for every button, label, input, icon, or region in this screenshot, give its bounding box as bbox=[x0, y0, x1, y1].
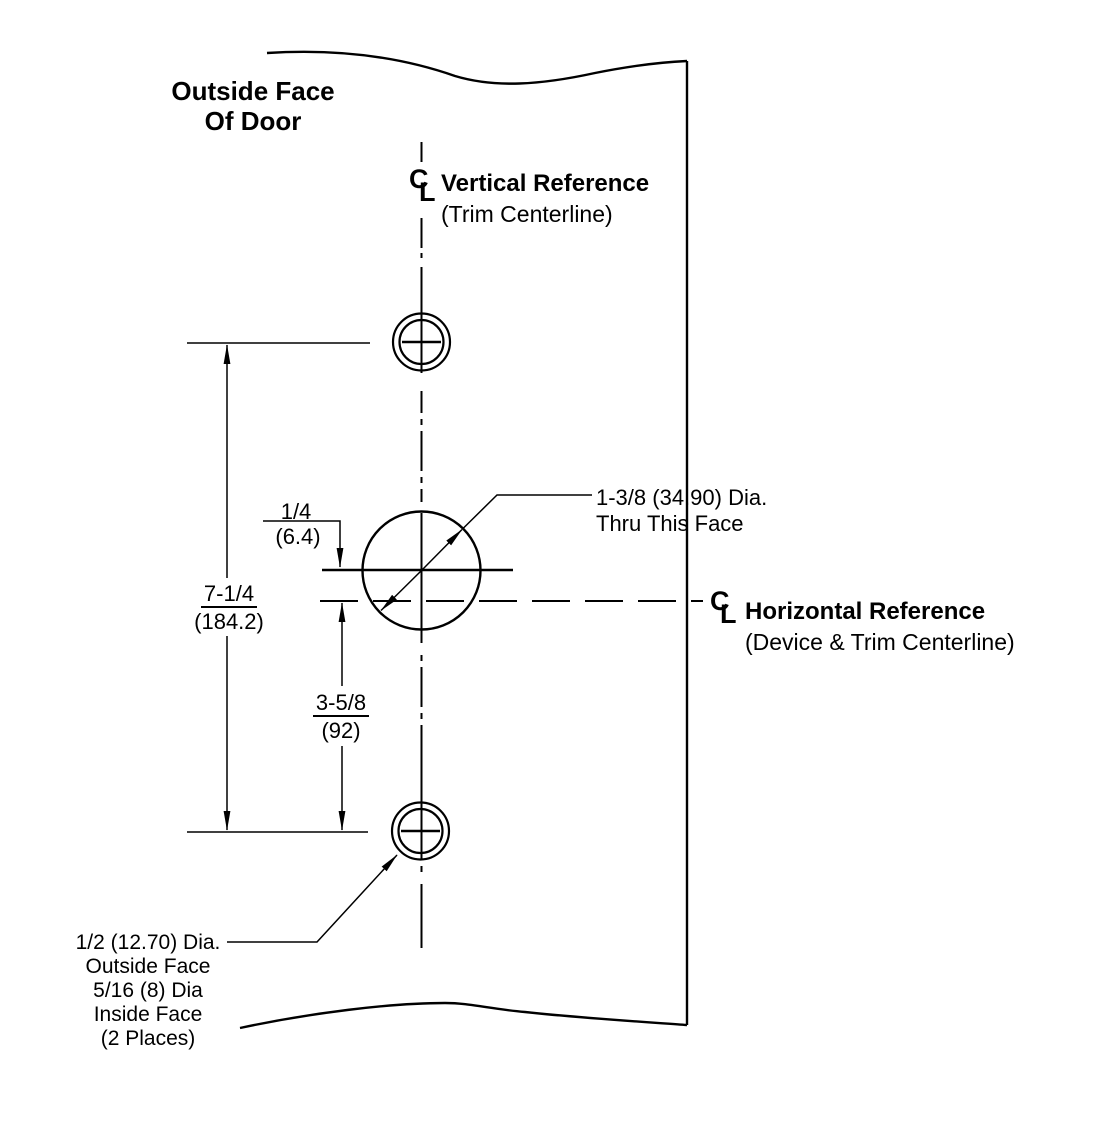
overall-dimension-text: 7-1/4 (184.2) bbox=[179, 583, 279, 633]
top-hole-outer-circle bbox=[391, 312, 452, 372]
horizontal-cl-l: L bbox=[720, 599, 737, 629]
mounting-hole-callout-line1: 1/2 (12.70) Dia. bbox=[75, 931, 221, 954]
offset-dimension-metric: (6.4) bbox=[275, 524, 321, 549]
diameter-leader-line bbox=[462, 494, 592, 530]
overall-dimension-metric: (184.2) bbox=[194, 609, 264, 634]
lower-spacing-dimension-value: 3-5/8 bbox=[312, 692, 370, 717]
overall-dimension-value: 7-1/4 bbox=[200, 583, 258, 608]
bottom-hole-outer-circle bbox=[390, 801, 451, 861]
horizontal-reference-subtitle: (Device & Trim Centerline) bbox=[745, 629, 1015, 655]
vertical-reference-title: Vertical Reference bbox=[441, 170, 650, 197]
vertical-cl-c: C bbox=[409, 164, 429, 194]
mounting-hole-callout-line5: (2 Places) bbox=[100, 1027, 196, 1050]
device-hole-circle bbox=[361, 510, 482, 631]
device-hole-callout: 1-3/8 (34.90) Dia. Thru This Face bbox=[596, 485, 767, 537]
horizontal-reference-title: Horizontal Reference bbox=[745, 598, 986, 625]
vertical-cl-symbol: C L bbox=[409, 164, 436, 207]
mounting-hole-leader bbox=[227, 854, 398, 943]
bottom-break-line bbox=[239, 1001, 688, 1030]
diameter-arrow-upper bbox=[420, 528, 463, 572]
top-break-line bbox=[266, 50, 688, 85]
outside-face-line1: Outside Face bbox=[171, 76, 335, 106]
horizontal-reference-label: Horizontal Reference (Device & Trim Cent… bbox=[745, 600, 1015, 654]
vertical-reference-label: Vertical Reference (Trim Centerline) bbox=[441, 172, 649, 226]
outside-face-line2: Of Door bbox=[204, 106, 302, 136]
device-diameter-annotation bbox=[380, 494, 592, 612]
vertical-reference-subtitle: (Trim Centerline) bbox=[441, 201, 613, 227]
device-hole-callout-line2: Thru This Face bbox=[596, 511, 744, 536]
mounting-hole-callout-line3: 5/16 (8) Dia bbox=[93, 979, 203, 1002]
top-mounting-hole bbox=[391, 312, 452, 372]
mounting-hole-callout: 1/2 (12.70) Dia. Outside Face 5/16 (8) D… bbox=[48, 931, 248, 1051]
bottom-mounting-hole bbox=[390, 801, 451, 861]
offset-dimension-leader bbox=[263, 520, 344, 568]
outside-face-label: Outside Face Of Door bbox=[160, 76, 346, 136]
bottom-hole-inner-circle bbox=[397, 807, 444, 855]
device-hole-callout-line1: 1-3/8 (34.90) Dia. bbox=[596, 485, 768, 510]
mounting-hole-callout-line4: Inside Face bbox=[93, 1003, 203, 1026]
vertical-cl-l: L bbox=[419, 177, 436, 207]
horizontal-cl-symbol: C L bbox=[710, 586, 737, 629]
horizontal-cl-c: C bbox=[710, 586, 730, 616]
lower-spacing-dimension-metric: (92) bbox=[321, 718, 361, 743]
top-hole-inner-circle bbox=[398, 318, 445, 366]
diameter-arrow-lower bbox=[380, 569, 423, 612]
offset-dimension-value: 1/4 bbox=[280, 499, 312, 524]
lower-spacing-dimension-text: 3-5/8 (92) bbox=[291, 692, 391, 742]
mounting-hole-callout-line2: Outside Face bbox=[85, 955, 211, 978]
